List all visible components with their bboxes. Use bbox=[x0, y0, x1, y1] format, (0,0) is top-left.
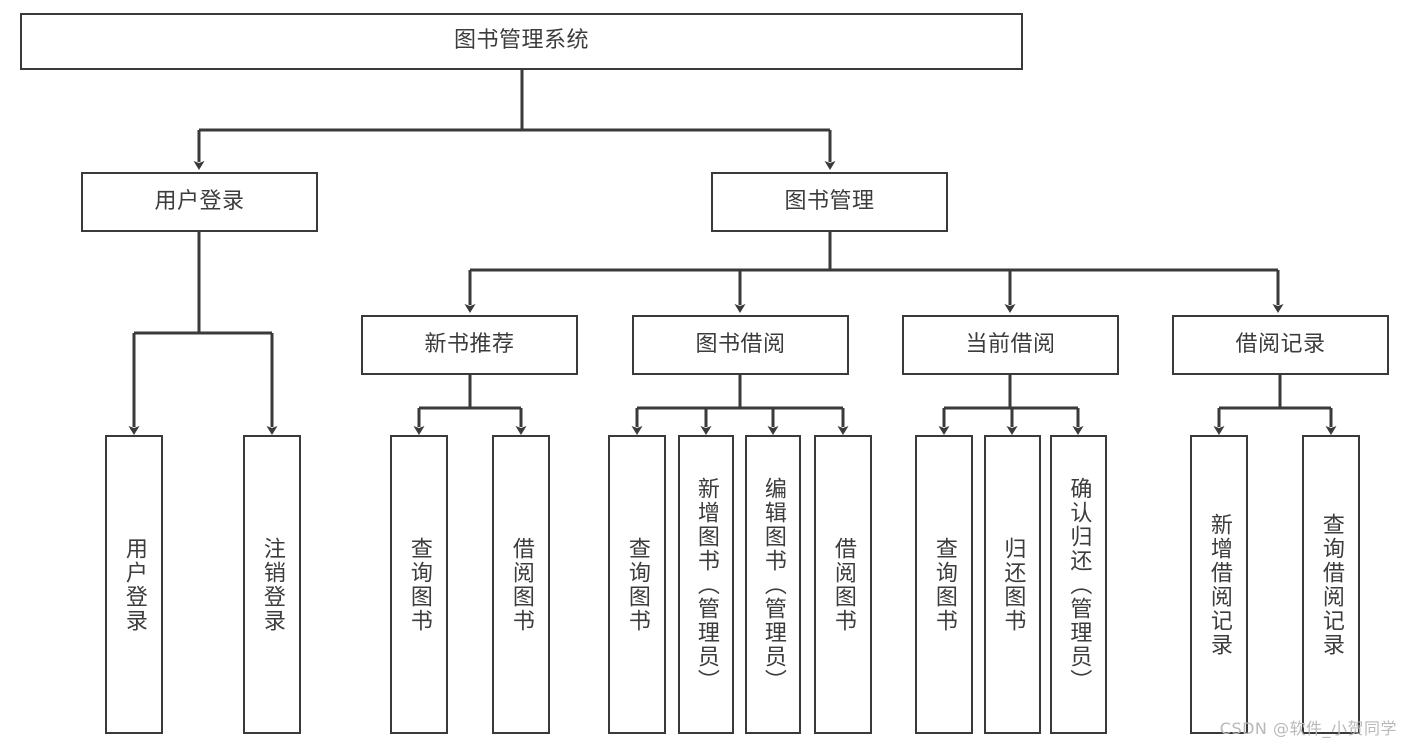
node-leaf-borrow-book-2-label: 借阅图书 bbox=[830, 536, 856, 633]
node-root[interactable]: 图书管理系统 bbox=[20, 13, 1023, 70]
node-leaf-edit-book[interactable]: 编辑图书（管理员） bbox=[745, 435, 801, 734]
node-leaf-user-login-label: 用户登录 bbox=[121, 536, 147, 633]
node-leaf-user-logout-label: 注销登录 bbox=[259, 536, 285, 633]
node-user-login[interactable]: 用户登录 bbox=[81, 172, 318, 232]
node-book-borrow-label: 图书借阅 bbox=[695, 331, 786, 357]
node-current-borrow[interactable]: 当前借阅 bbox=[902, 315, 1119, 375]
node-borrow-record-label: 借阅记录 bbox=[1235, 331, 1326, 357]
node-leaf-add-record-label: 新增借阅记录 bbox=[1206, 512, 1232, 657]
node-leaf-add-book-label: 新增图书（管理员） bbox=[693, 476, 719, 693]
node-leaf-confirm-return-label: 确认归还（管理员） bbox=[1066, 476, 1092, 693]
node-user-login-label: 用户登录 bbox=[154, 188, 245, 214]
node-leaf-query-book-3-label: 查询图书 bbox=[931, 536, 957, 633]
node-leaf-query-book-2-label: 查询图书 bbox=[624, 536, 650, 633]
node-book-borrow[interactable]: 图书借阅 bbox=[632, 315, 849, 375]
node-leaf-borrow-book-2[interactable]: 借阅图书 bbox=[814, 435, 872, 734]
watermark-text: CSDN @软件_小贺同学 bbox=[1219, 719, 1397, 738]
node-leaf-query-book-1[interactable]: 查询图书 bbox=[390, 435, 448, 734]
node-book-manage[interactable]: 图书管理 bbox=[711, 172, 948, 232]
node-leaf-add-record[interactable]: 新增借阅记录 bbox=[1190, 435, 1248, 734]
node-borrow-record[interactable]: 借阅记录 bbox=[1172, 315, 1389, 375]
node-leaf-user-login[interactable]: 用户登录 bbox=[105, 435, 163, 734]
node-leaf-query-book-3[interactable]: 查询图书 bbox=[915, 435, 973, 734]
node-book-manage-label: 图书管理 bbox=[784, 188, 875, 214]
node-leaf-edit-book-label: 编辑图书（管理员） bbox=[760, 476, 786, 693]
node-leaf-return-book[interactable]: 归还图书 bbox=[984, 435, 1041, 734]
node-leaf-borrow-book-1-label: 借阅图书 bbox=[508, 536, 534, 633]
node-leaf-borrow-book-1[interactable]: 借阅图书 bbox=[492, 435, 550, 734]
node-leaf-user-logout[interactable]: 注销登录 bbox=[243, 435, 301, 734]
node-new-book-recommend-label: 新书推荐 bbox=[424, 331, 515, 357]
node-leaf-query-record[interactable]: 查询借阅记录 bbox=[1302, 435, 1360, 734]
node-leaf-query-book-2[interactable]: 查询图书 bbox=[608, 435, 666, 734]
node-current-borrow-label: 当前借阅 bbox=[965, 331, 1056, 357]
node-root-label: 图书管理系统 bbox=[453, 28, 589, 54]
node-leaf-add-book[interactable]: 新增图书（管理员） bbox=[678, 435, 734, 734]
node-leaf-query-book-1-label: 查询图书 bbox=[406, 536, 432, 633]
node-new-book-recommend[interactable]: 新书推荐 bbox=[361, 315, 578, 375]
node-leaf-return-book-label: 归还图书 bbox=[1000, 536, 1026, 633]
node-leaf-query-record-label: 查询借阅记录 bbox=[1318, 512, 1344, 657]
node-leaf-confirm-return[interactable]: 确认归还（管理员） bbox=[1050, 435, 1107, 734]
